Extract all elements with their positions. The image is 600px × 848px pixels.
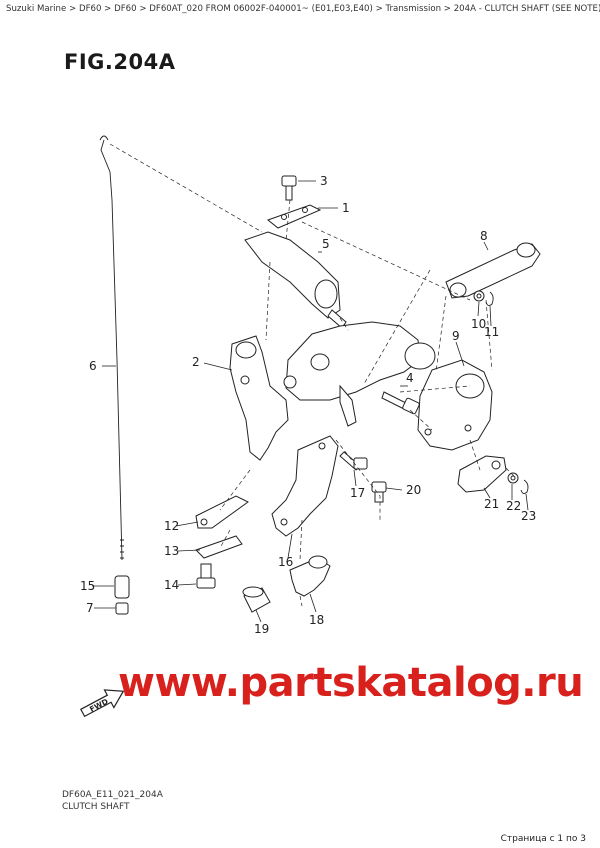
callout-18[interactable]: 18 bbox=[309, 613, 324, 627]
part-bolt-4[interactable] bbox=[381, 391, 420, 415]
callout-7[interactable]: 7 bbox=[86, 601, 94, 615]
part-sleeve-15[interactable] bbox=[114, 575, 130, 599]
part-clutch-rod[interactable] bbox=[99, 135, 124, 561]
part-plate-12[interactable] bbox=[195, 495, 249, 529]
leader-lines bbox=[92, 180, 529, 623]
part-clip-11[interactable] bbox=[485, 291, 494, 307]
callout-14[interactable]: 14 bbox=[164, 578, 179, 592]
part-cam-21[interactable] bbox=[457, 455, 507, 493]
drawing-code: DF60A_E11_021_204A bbox=[62, 790, 163, 800]
callout-13[interactable]: 13 bbox=[164, 544, 179, 558]
part-clutch-lever-5[interactable] bbox=[244, 231, 347, 329]
callout-2[interactable]: 2 bbox=[192, 355, 200, 369]
callout-19[interactable]: 19 bbox=[254, 622, 269, 636]
callout-9[interactable]: 9 bbox=[452, 329, 460, 343]
figure-title: FIG.204A bbox=[64, 50, 176, 74]
watermark: www.partskatalog.ru bbox=[118, 660, 584, 706]
part-plate-1[interactable] bbox=[266, 204, 322, 229]
callout-1[interactable]: 1 bbox=[342, 201, 350, 215]
part-bolt-20[interactable] bbox=[371, 481, 387, 503]
part-sleeve-19[interactable] bbox=[242, 586, 271, 613]
part-clip-23[interactable] bbox=[520, 479, 529, 495]
callout-22[interactable]: 22 bbox=[506, 499, 521, 513]
part-bolt-3[interactable] bbox=[281, 175, 297, 201]
callout-5[interactable]: 5 bbox=[322, 237, 330, 251]
callout-17[interactable]: 17 bbox=[350, 486, 365, 500]
assembly-lines bbox=[109, 143, 517, 607]
callout-4[interactable]: 4 bbox=[406, 371, 414, 385]
fwd-label: FWD bbox=[88, 697, 110, 714]
part-shift-bracket[interactable] bbox=[283, 321, 436, 427]
callout-21[interactable]: 21 bbox=[484, 497, 499, 511]
callout-11[interactable]: 11 bbox=[484, 325, 499, 339]
callout-23[interactable]: 23 bbox=[521, 509, 536, 523]
drawing-subtitle: CLUTCH SHAFT bbox=[62, 802, 130, 812]
part-bolt-14[interactable] bbox=[196, 563, 216, 589]
callout-labels: 3 1 5 6 2 4 8 9 10 11 12 13 14 15 7 16 1… bbox=[80, 174, 536, 636]
part-bolt-17[interactable] bbox=[339, 451, 368, 471]
part-bracket-2[interactable] bbox=[229, 335, 289, 461]
callout-12[interactable]: 12 bbox=[164, 519, 179, 533]
part-arm-8[interactable] bbox=[445, 242, 541, 299]
breadcrumb[interactable]: Suzuki Marine > DF60 > DF60 > DF60AT_020… bbox=[6, 4, 600, 14]
pager-status: Страница с 1 по 3 bbox=[500, 834, 586, 844]
callout-8[interactable]: 8 bbox=[480, 229, 488, 243]
part-housing-9[interactable] bbox=[417, 359, 493, 451]
callout-15[interactable]: 15 bbox=[80, 579, 95, 593]
part-nut-7[interactable] bbox=[115, 602, 129, 615]
part-washer-22[interactable] bbox=[507, 472, 519, 484]
part-washer-10[interactable] bbox=[473, 290, 485, 302]
callout-20[interactable]: 20 bbox=[406, 483, 421, 497]
part-yoke-18[interactable] bbox=[289, 555, 331, 597]
callout-10[interactable]: 10 bbox=[471, 317, 486, 331]
callout-16[interactable]: 16 bbox=[278, 555, 293, 569]
callout-6[interactable]: 6 bbox=[89, 359, 97, 373]
part-plate-13[interactable] bbox=[195, 535, 243, 559]
callout-3[interactable]: 3 bbox=[320, 174, 328, 188]
part-shift-plate-16[interactable] bbox=[271, 435, 339, 537]
